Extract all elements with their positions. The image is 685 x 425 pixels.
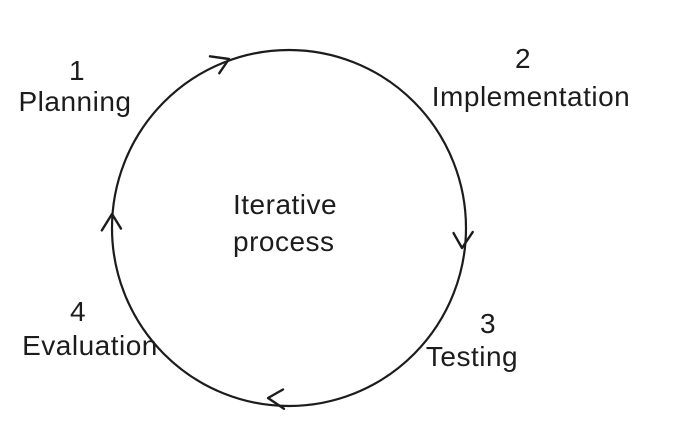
step-2-number: 2	[514, 43, 532, 74]
arrow-top-icon	[208, 55, 231, 75]
center-title: Iterative process	[233, 186, 337, 260]
step-4-label: Evaluation	[22, 330, 158, 361]
arrow-right-icon	[452, 230, 474, 250]
center-title-line1: Iterative	[233, 189, 338, 220]
step-3-number: 3	[479, 308, 497, 339]
step-1-number: 1	[68, 55, 86, 86]
cycle-circle	[110, 48, 468, 408]
arrow-left-icon	[100, 212, 123, 232]
step-3-label: Testing	[425, 341, 519, 372]
center-title-line2: process	[233, 226, 335, 257]
step-4-number: 4	[69, 296, 87, 327]
step-2-label: Implementation	[431, 81, 631, 112]
step-1-label: Planning	[18, 86, 132, 117]
arrow-bottom-icon	[266, 388, 286, 410]
